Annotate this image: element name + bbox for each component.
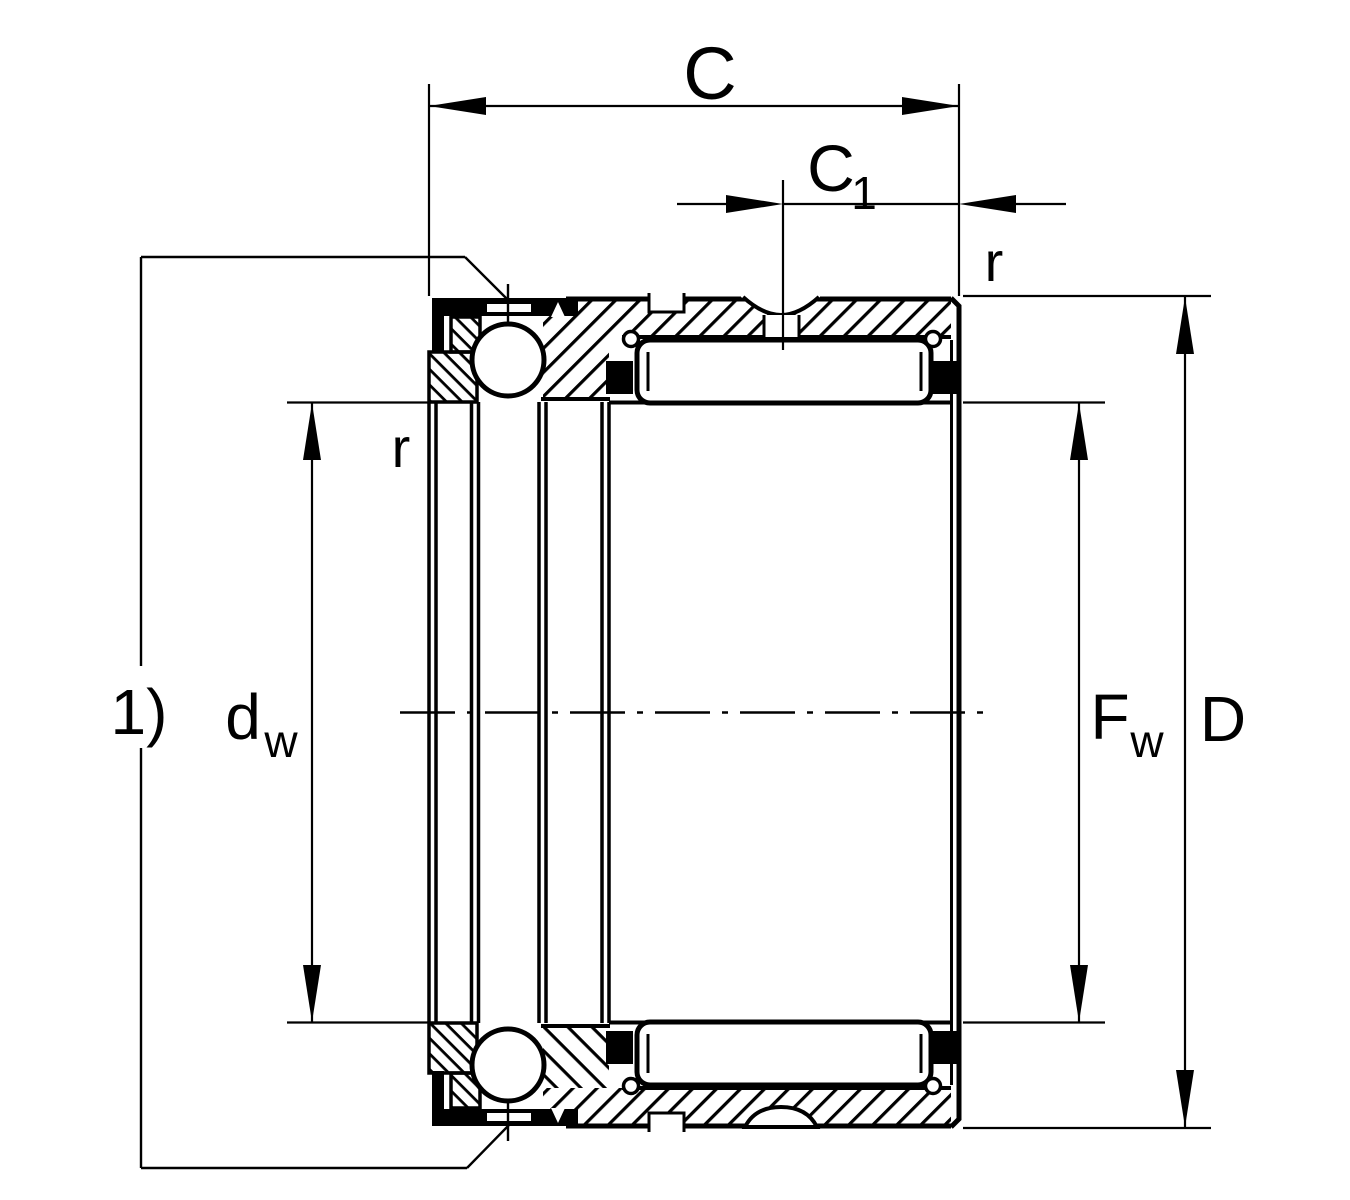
cage-sections [606, 329, 957, 1096]
bottom-washer-upper [427, 1021, 479, 1075]
seal-bottom-vee [551, 1108, 565, 1123]
ball-bottom [469, 1026, 547, 1104]
c1-arrow-right [959, 195, 1016, 213]
ball-top [469, 321, 547, 399]
seal-top-leg [432, 298, 444, 353]
ball-elements [469, 321, 547, 1104]
cage-block-top-left [606, 361, 633, 394]
cage-rivet-bottom-right [923, 1076, 943, 1096]
dimension-d: D [963, 294, 1246, 1130]
cage-block-bottom-left [606, 1031, 633, 1064]
outer-ring-section [541, 291, 962, 1132]
cage-rivet-bottom-left [621, 1076, 641, 1096]
cage-rivet-top-left [621, 329, 641, 349]
cage-rivet-top-right [923, 329, 943, 349]
label-width-c: C [683, 32, 736, 115]
dw-arrow-down [303, 965, 321, 1022]
dw-arrow-up [303, 403, 321, 460]
lube-groove-bottom-profile [741, 1104, 821, 1129]
dimension-fw: F w [963, 401, 1164, 1024]
label-d-outer: D [1200, 683, 1246, 755]
c-arrow-right [902, 97, 959, 115]
od-relief-notch-bottom [647, 1111, 686, 1132]
label-fw-sub: w [1129, 715, 1164, 767]
c1-arrow-left [726, 195, 783, 213]
lube-hole-top-clear [764, 315, 799, 337]
footnote-top-diagonal [464, 256, 510, 302]
label-dw: d [225, 681, 261, 753]
seal-bottom-leg [432, 1071, 444, 1126]
cage-block-bottom-right [932, 1031, 957, 1064]
footnote-leader: 1) [111, 255, 510, 1170]
outer-ring-bottom-band-hatch [543, 1088, 951, 1126]
cage-block-top-right [932, 361, 957, 394]
outer-ring-top-wedge-hatch [543, 337, 609, 399]
outer-ring-bottom-wedge-hatch [543, 1026, 609, 1088]
dimension-c: C [427, 32, 961, 296]
d-arrow-up [1176, 297, 1194, 354]
needle-roller-bottom [634, 1019, 934, 1088]
label-width-c1: C [807, 131, 855, 205]
fw-arrow-up [1070, 403, 1088, 460]
footnote-bottom-diagonal [466, 1124, 510, 1169]
label-radius-right: r [985, 230, 1004, 293]
c-arrow-left [429, 97, 486, 115]
dimension-dw: d w [225, 401, 428, 1024]
label-width-c1-sub: 1 [851, 167, 877, 219]
outer-ring-top-band-hatch [543, 299, 951, 337]
label-dw-sub: w [263, 715, 298, 767]
label-fw: F [1090, 681, 1129, 753]
dimension-c1: C 1 [677, 131, 1066, 350]
label-radius-left: r [392, 416, 411, 479]
od-relief-notch-top [647, 293, 686, 314]
label-footnote: 1) [111, 676, 168, 748]
seal-top-vee [551, 302, 565, 317]
fw-arrow-down [1070, 965, 1088, 1022]
d-arrow-down [1176, 1070, 1194, 1127]
